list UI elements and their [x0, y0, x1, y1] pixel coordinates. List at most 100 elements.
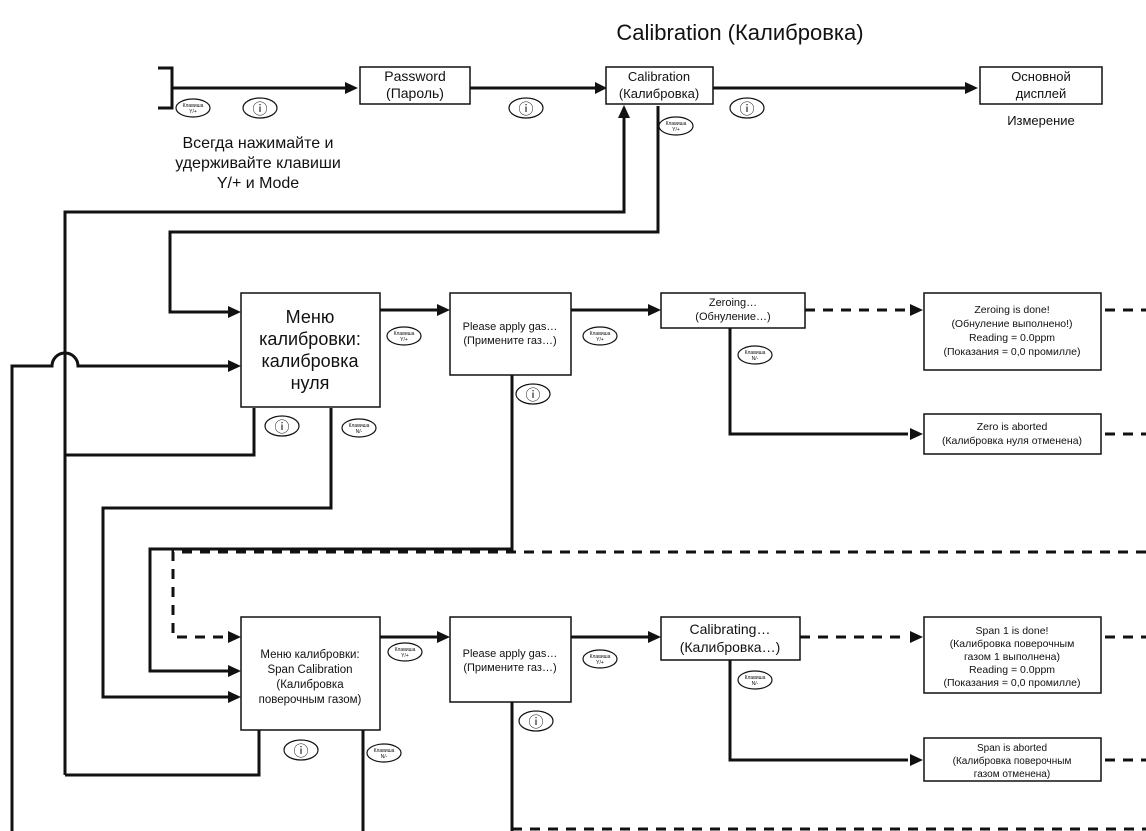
- box-line: Please apply gas…: [463, 648, 558, 660]
- key-label: Y/+: [401, 653, 409, 659]
- box-line: (Обнуление выполнено!): [951, 318, 1072, 330]
- box-line: Reading = 0.0ppm: [969, 332, 1055, 344]
- main-display-box: Основной дисплей: [979, 66, 1103, 105]
- calibrating-box: Calibrating… (Калибровка…): [660, 616, 801, 661]
- arrowhead: [965, 82, 978, 94]
- mode-key-icon: ⓘ: [729, 97, 765, 119]
- key-label: Y/+: [189, 109, 197, 115]
- arrowhead: [228, 306, 241, 318]
- arrowhead: [437, 304, 450, 316]
- key-label: Клавиша: [745, 350, 766, 356]
- box-line: (Калибровка: [276, 679, 344, 691]
- key-label: Клавиша: [590, 654, 611, 660]
- key-yes-badge: Клавиша Y/+: [387, 642, 423, 662]
- box-line: (Калибровка нуля отменена): [942, 435, 1082, 447]
- box-line: (Примените газ…): [463, 662, 556, 674]
- box-line: Zeroing…: [709, 297, 757, 309]
- key-label: N/-: [752, 356, 759, 362]
- mode-key-symbol: ⓘ: [739, 101, 754, 118]
- box-line: (Показания = 0,0 промилле): [944, 677, 1081, 689]
- arrowhead: [345, 82, 358, 94]
- arrowhead: [648, 304, 661, 316]
- box-line: (Примените газ…): [463, 335, 556, 347]
- mode-key-symbol: ⓘ: [252, 101, 267, 118]
- instruction-line: Всегда нажимайте и: [182, 135, 333, 152]
- key-label: Y/+: [596, 660, 604, 666]
- box-line: (Калибровка поверочным: [950, 638, 1075, 650]
- box-line: Reading = 0.0ppm: [969, 664, 1055, 676]
- calibration-box: Calibration (Калибровка): [605, 66, 714, 105]
- key-label: N/-: [356, 429, 363, 435]
- key-label: Клавиша: [745, 675, 766, 681]
- box-line: Please apply gas…: [463, 321, 558, 333]
- arrowhead: [228, 360, 241, 372]
- arrowhead: [648, 631, 661, 643]
- arrowhead: [595, 82, 607, 94]
- box-line: Span 1 is done!: [976, 625, 1049, 637]
- instruction-line: Y/+ и Mode: [217, 175, 299, 192]
- main-display-caption: Измерение: [1007, 113, 1075, 128]
- zero-apply-gas-box: Please apply gas… (Примените газ…): [449, 292, 572, 376]
- arrowhead: [618, 105, 630, 118]
- arrowhead: [910, 631, 923, 643]
- arrowhead: [228, 631, 241, 643]
- connectors: [10, 66, 1146, 831]
- mode-key-symbol: ⓘ: [518, 101, 533, 118]
- box-line: нуля: [291, 373, 330, 393]
- box-line: Span Calibration: [267, 664, 352, 676]
- arrowheads: [228, 82, 978, 766]
- arrowhead: [910, 304, 923, 316]
- arrowhead: [437, 631, 450, 643]
- box-line: газом 1 выполнена): [964, 651, 1060, 663]
- box-line: Zero is aborted: [977, 421, 1048, 433]
- box-line: (Обнуление…): [695, 311, 770, 323]
- mode-key-symbol: ⓘ: [293, 743, 308, 760]
- key-label: Клавиша: [395, 647, 416, 653]
- key-yes-badge: Клавиша Y/+: [175, 98, 211, 118]
- mode-key-symbol: ⓘ: [274, 419, 289, 436]
- box-line: (Показания = 0,0 промилле): [944, 346, 1081, 358]
- span-menu-box: Меню калибровки: Span Calibration (Калиб…: [240, 616, 381, 731]
- box-line: (Калибровка поверочным: [953, 755, 1072, 767]
- zero-menu-box: Меню калибровки: калибровка нуля: [240, 292, 381, 408]
- key-label: Y/+: [400, 337, 408, 343]
- mode-key-icon: ⓘ: [264, 415, 300, 437]
- key-yes-badge: Клавиша Y/+: [386, 326, 422, 346]
- diagram-title: Calibration (Калибровка): [616, 20, 863, 45]
- mode-key-symbol: ⓘ: [525, 387, 540, 404]
- box-line: калибровка: [261, 351, 359, 371]
- box-line: калибровки:: [259, 329, 361, 349]
- key-no-badge: Клавиша N/-: [737, 670, 773, 690]
- key-label: Клавиша: [349, 423, 370, 429]
- key-no-badge: Клавиша N/-: [341, 418, 377, 438]
- zero-done-box: Zeroing is done! (Обнуление выполнено!) …: [923, 292, 1102, 371]
- key-no-badge: Клавиша N/-: [737, 345, 773, 365]
- key-label: Y/+: [596, 337, 604, 343]
- box-line: Меню: [286, 307, 335, 327]
- password-box: Password (Пароль): [359, 66, 471, 105]
- mode-key-icon: ⓘ: [242, 97, 278, 119]
- key-yes-badge: Клавиша Y/+: [582, 649, 618, 669]
- box-line: дисплей: [1016, 86, 1066, 101]
- mode-key-icon: ⓘ: [518, 710, 554, 732]
- box-line: Calibration: [628, 69, 690, 84]
- box-line: Password: [384, 68, 445, 84]
- key-label: Y/+: [672, 127, 680, 133]
- box-line: газом отменена): [974, 769, 1050, 780]
- arrowhead: [228, 665, 241, 677]
- arrowhead: [910, 754, 923, 766]
- span-done-box: Span 1 is done! (Калибровка поверочным г…: [923, 616, 1102, 694]
- box-line: Calibrating…: [690, 621, 771, 637]
- hold-instruction: Всегда нажимайте и удерживайте клавиши Y…: [175, 135, 341, 192]
- box-line: Основной: [1011, 69, 1071, 84]
- key-label: Клавиша: [394, 331, 415, 337]
- key-label: N/-: [381, 754, 388, 760]
- zeroing-box: Zeroing… (Обнуление…): [660, 292, 806, 329]
- span-aborted-box: Span is aborted (Калибровка поверочным г…: [923, 737, 1102, 782]
- mode-key-icon: ⓘ: [283, 739, 319, 761]
- box-line: (Пароль): [386, 85, 444, 101]
- key-no-badge: Клавиша N/-: [366, 743, 402, 763]
- key-label: N/-: [752, 681, 759, 687]
- mode-key-symbol: ⓘ: [528, 714, 543, 731]
